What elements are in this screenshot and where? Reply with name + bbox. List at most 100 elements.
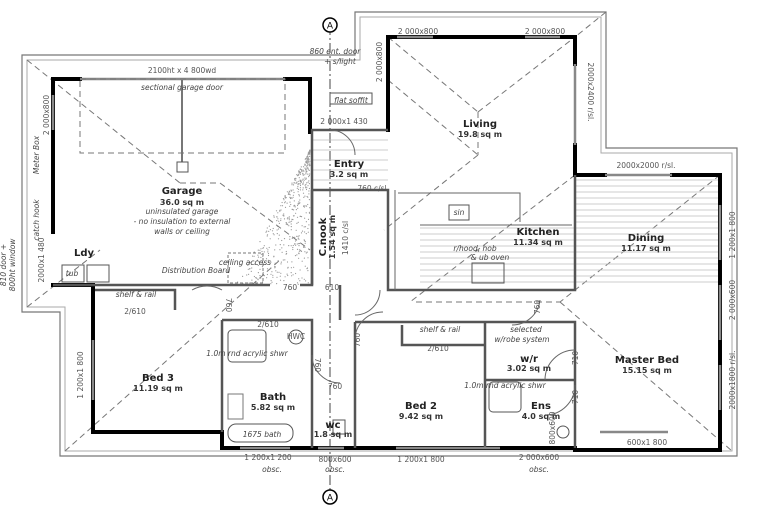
- svg-text:1.54 sq m: 1.54 sq m: [328, 215, 337, 259]
- svg-text:760: 760: [224, 298, 233, 313]
- svg-text:36.0 sq m: 36.0 sq m: [160, 198, 204, 207]
- svg-text:Garage: Garage: [162, 186, 203, 197]
- svg-text:sectional garage door: sectional garage door: [141, 83, 224, 92]
- room-living: Living 19.8 sq m: [458, 119, 502, 139]
- room-bath: Bath 5.82 sq m: [251, 392, 295, 412]
- svg-text:sin: sin: [454, 208, 465, 217]
- svg-text:Ens: Ens: [531, 401, 551, 412]
- room-cnook: C.nook 1.54 sq m: [318, 215, 337, 259]
- svg-text:610: 610: [325, 283, 340, 292]
- svg-text:800ht window: 800ht window: [8, 238, 17, 292]
- svg-text:Entry: Entry: [334, 159, 365, 170]
- svg-text:2 000x600: 2 000x600: [728, 280, 737, 320]
- svg-text:1410 c/sl: 1410 c/sl: [341, 221, 350, 255]
- room-dining: Dining 11.17 sq m: [621, 233, 671, 253]
- svg-text:1.8 sq m: 1.8 sq m: [314, 430, 353, 439]
- svg-text:Living: Living: [463, 119, 497, 130]
- svg-text:& ub oven: & ub oven: [471, 253, 510, 262]
- svg-text:710: 710: [571, 351, 580, 366]
- svg-text:11.19 sq m: 11.19 sq m: [133, 384, 183, 393]
- svg-text:2 000x800: 2 000x800: [525, 27, 565, 36]
- room-ldy: Ldy: [74, 248, 95, 259]
- svg-text:2/610: 2/610: [124, 307, 146, 316]
- svg-text:15.15 sq m: 15.15 sq m: [622, 366, 672, 375]
- svg-text:Bath: Bath: [260, 392, 286, 403]
- svg-text:19.8 sq m: 19.8 sq m: [458, 130, 502, 139]
- svg-text:1 200x1 200: 1 200x1 200: [244, 453, 292, 462]
- svg-text:Master Bed: Master Bed: [615, 355, 679, 366]
- svg-text:Kitchen: Kitchen: [517, 227, 560, 238]
- svg-text:2 000x800: 2 000x800: [398, 27, 438, 36]
- section-marker-top: A: [322, 17, 338, 33]
- concrete-stipple: [237, 149, 311, 286]
- section-marker-bottom: A: [322, 489, 338, 505]
- svg-text:w/r: w/r: [520, 354, 538, 365]
- svg-text:760: 760: [313, 358, 322, 373]
- svg-text:2000x2000 r/sl.: 2000x2000 r/sl.: [617, 161, 676, 170]
- kitchen-dining-floor-hatch: [420, 179, 718, 283]
- svg-text:11.34 sq m: 11.34 sq m: [513, 238, 563, 247]
- svg-text:3.2 sq m: 3.2 sq m: [330, 170, 369, 179]
- svg-text:A: A: [327, 22, 334, 32]
- svg-text:1.0m rnd acrylic shwr: 1.0m rnd acrylic shwr: [464, 381, 546, 390]
- svg-text:obsc.: obsc.: [325, 465, 345, 474]
- plan-notes: 2100ht x 4 800wd sectional garage door 8…: [0, 47, 550, 474]
- svg-text:C.nook: C.nook: [318, 217, 329, 256]
- svg-text:shelf & rail: shelf & rail: [420, 325, 461, 334]
- svg-text:2000x2400 r/sl.: 2000x2400 r/sl.: [586, 63, 595, 122]
- svg-text:r/hood, hob: r/hood, hob: [453, 244, 496, 253]
- roof-outline-inner: [26, 16, 733, 452]
- svg-text:HWC: HWC: [287, 332, 305, 341]
- svg-text:obsc.: obsc.: [529, 465, 549, 474]
- room-garage: Garage 36.0 sq m uninsulated garage - no…: [134, 186, 232, 236]
- svg-text:2/610: 2/610: [257, 320, 279, 329]
- fixtures: [61, 92, 570, 443]
- interior-walls: [53, 128, 577, 448]
- room-kitchen: Kitchen 11.34 sq m r/hood, hob & ub oven: [453, 227, 562, 262]
- svg-text:11.17 sq m: 11.17 sq m: [621, 244, 671, 253]
- svg-text:1675 bath: 1675 bath: [243, 430, 282, 439]
- svg-text:2 000x1 430: 2 000x1 430: [320, 117, 368, 126]
- svg-text:uninsulated garage: uninsulated garage: [146, 207, 219, 216]
- svg-text:tub: tub: [66, 269, 79, 278]
- room-wc: wc 1.8 sq m: [314, 420, 353, 439]
- door-opener: [176, 161, 189, 173]
- room-entry: Entry 3.2 sq m: [330, 159, 369, 179]
- room-ens: Ens 4.0 sq m: [522, 401, 561, 421]
- svg-text:flat soffit: flat soffit: [334, 96, 369, 105]
- svg-text:2000x1 480: 2000x1 480: [37, 237, 46, 282]
- svg-text:shelf & rail: shelf & rail: [116, 290, 157, 299]
- svg-text:1 200x1 800: 1 200x1 800: [728, 211, 737, 259]
- svg-text:800x600: 800x600: [548, 411, 557, 444]
- svg-text:1 200x1 800: 1 200x1 800: [76, 351, 85, 399]
- svg-text:1 200x1 800: 1 200x1 800: [397, 455, 445, 464]
- svg-text:2/610: 2/610: [427, 344, 449, 353]
- roof-outline: [21, 11, 738, 457]
- entry-floor-hatch: [312, 139, 388, 181]
- svg-text:5.82 sq m: 5.82 sq m: [251, 403, 295, 412]
- svg-text:wc: wc: [325, 420, 340, 431]
- room-wr: w/r 3.02 sq m: [507, 354, 551, 373]
- svg-text:selected: selected: [510, 325, 542, 334]
- door-swings: [191, 129, 576, 416]
- svg-text:obsc.: obsc.: [262, 465, 282, 474]
- svg-text:3.02 sq m: 3.02 sq m: [507, 364, 551, 373]
- window-dimensions: 2 000x800 2 000x800 2 000x800 2 000x800 …: [37, 27, 737, 464]
- room-bed3: Bed 3 11.19 sq m: [133, 373, 183, 393]
- svg-text:4.0 sq m: 4.0 sq m: [522, 412, 561, 421]
- windows: [51, 35, 722, 450]
- svg-text:1.0m rnd acrylic shwr: 1.0m rnd acrylic shwr: [206, 349, 288, 358]
- svg-text:760 c/sl: 760 c/sl: [357, 184, 386, 193]
- svg-text:w/robe system: w/robe system: [494, 335, 549, 344]
- svg-text:- no insulation to external: - no insulation to external: [134, 217, 232, 226]
- svg-text:+ s/light: + s/light: [324, 57, 357, 66]
- svg-text:Dining: Dining: [628, 233, 665, 244]
- svg-text:810 door +: 810 door +: [0, 244, 8, 286]
- svg-text:760: 760: [353, 333, 362, 348]
- svg-text:800x600: 800x600: [318, 455, 351, 464]
- svg-text:ceiling access: ceiling access: [219, 258, 271, 267]
- svg-text:A: A: [327, 494, 334, 504]
- svg-text:Distribution Board: Distribution Board: [162, 266, 231, 275]
- svg-text:Bed 2: Bed 2: [405, 401, 437, 412]
